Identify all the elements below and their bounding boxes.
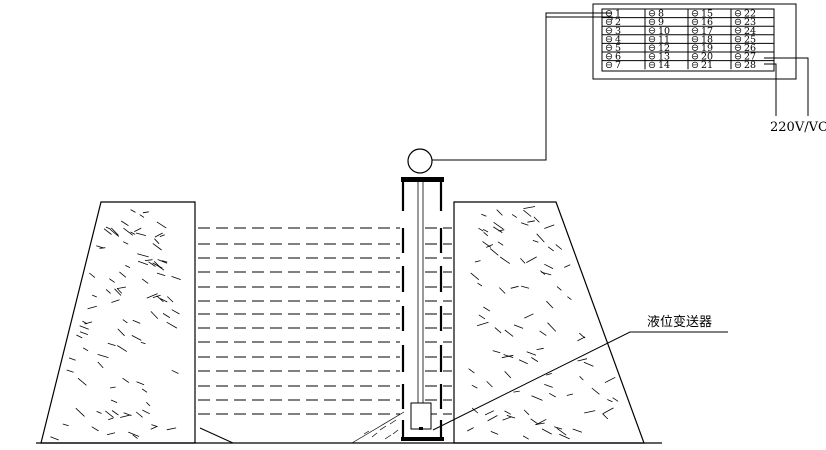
terminal-number: 2: [615, 17, 621, 28]
transmitter-probe: [410, 402, 432, 430]
terminal-number: 26: [744, 43, 756, 54]
terminal-screw-icon: [648, 53, 656, 60]
terminal-screw-icon: [734, 35, 742, 43]
terminal-number: 17: [701, 26, 713, 37]
signal-cable: [432, 12, 613, 161]
terminal-number: 21: [701, 60, 713, 71]
terminal-screw-icon: [734, 18, 742, 26]
terminal-screw-icon: [605, 61, 613, 69]
terminal-number: 15: [701, 9, 713, 20]
terminal-screw-icon: [691, 27, 699, 34]
terminal-screw-icon: [605, 53, 613, 60]
terminal-number: 5: [615, 43, 621, 54]
terminal-screw-icon: [605, 18, 613, 26]
left-toe-line: [199, 427, 234, 444]
terminal-screw-icon: [605, 44, 613, 51]
water-level-lines: [198, 227, 452, 415]
terminal-screw-icon: [691, 44, 699, 51]
terminal-number: 19: [701, 43, 713, 54]
power-label: 220V/VC: [770, 120, 826, 135]
terminal-number: 1: [615, 9, 621, 20]
terminal-number: 12: [658, 43, 670, 54]
terminal-screw-icon: [648, 44, 656, 51]
terminal-screw-icon: [648, 10, 656, 17]
terminal-screw-icon: [648, 61, 656, 69]
terminal-grid: 1234567891011121314151617181920212223242…: [601, 9, 774, 71]
terminal-number: 4: [615, 34, 621, 45]
terminal-number: 24: [744, 26, 756, 37]
terminal-number: 23: [744, 17, 756, 28]
terminal-screw-icon: [734, 27, 742, 34]
transmitter-label: 液位变送器: [647, 314, 712, 330]
power-cable: [764, 57, 809, 116]
junction-ball: [407, 148, 433, 174]
transmitter-leader-line: [432, 331, 728, 431]
terminal-screw-icon: [734, 44, 742, 51]
terminal-screw-icon: [648, 27, 656, 34]
left-embankment: [40, 201, 196, 444]
terminal-screw-icon: [691, 18, 699, 26]
right-embankment: [453, 201, 645, 444]
terminal-number: 7: [615, 60, 621, 71]
terminal-screw-icon: [691, 10, 699, 17]
terminal-number: 3: [615, 26, 621, 37]
terminal-number: 28: [744, 60, 756, 71]
terminal-box-outer-frame: [592, 3, 797, 80]
terminal-number: 16: [701, 17, 713, 28]
terminal-screw-icon: [605, 35, 613, 43]
well-cap: [401, 177, 444, 182]
terminal-screw-icon: [648, 18, 656, 26]
terminal-number: 20: [701, 52, 713, 63]
terminal-screw-icon: [734, 53, 742, 60]
terminal-number: 27: [744, 52, 756, 63]
terminal-number: 14: [658, 60, 670, 71]
terminal-number: 25: [744, 34, 756, 45]
terminal-screw-icon: [734, 61, 742, 69]
terminal-screw-icon: [734, 10, 742, 17]
terminal-number: 11: [658, 34, 670, 45]
terminal-number: 13: [658, 52, 670, 63]
terminal-number: 18: [701, 34, 713, 45]
terminal-screw-icon: [691, 53, 699, 60]
terminal-box: 1234567891011121314151617181920212223242…: [592, 3, 797, 80]
terminal-number: 6: [615, 52, 621, 63]
terminal-screw-icon: [691, 61, 699, 69]
stilling-well: [401, 177, 444, 441]
terminal-number: 8: [658, 9, 664, 20]
terminal-screw-icon: [691, 35, 699, 43]
well-base: [401, 437, 444, 441]
terminal-number: 10: [658, 26, 670, 37]
terminal-number: 22: [744, 9, 756, 20]
terminal-screw-icon: [605, 27, 613, 34]
well-base-sediment: [351, 411, 405, 444]
terminal-number: 9: [658, 17, 664, 28]
terminal-screw-icon: [648, 35, 656, 43]
